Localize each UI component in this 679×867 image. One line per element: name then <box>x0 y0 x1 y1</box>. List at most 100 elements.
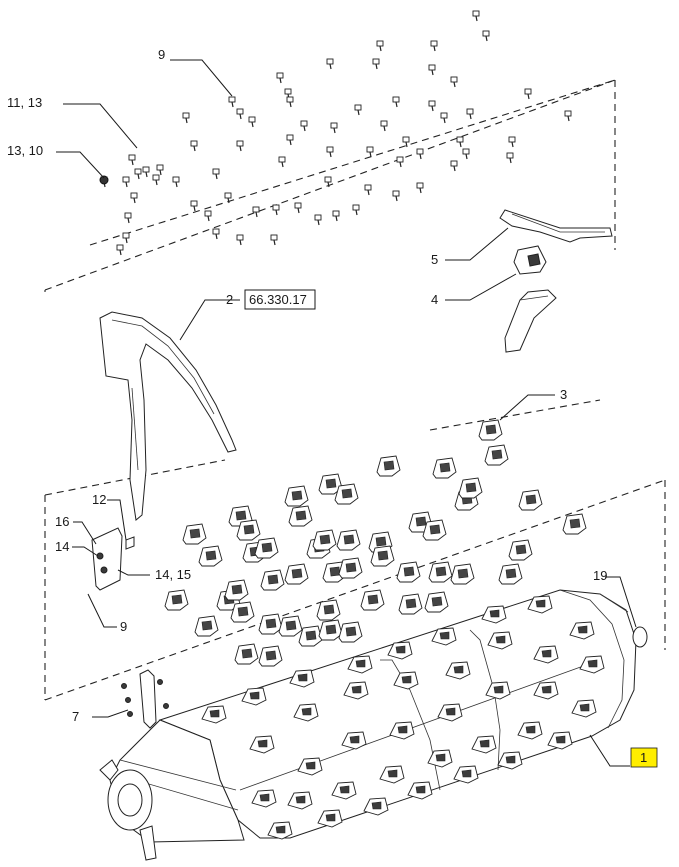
nut <box>99 175 109 185</box>
bolt <box>134 168 142 180</box>
drum-tooth <box>431 627 457 646</box>
drum-tooth <box>297 757 323 776</box>
bolt <box>236 234 244 246</box>
tooth <box>234 643 259 665</box>
tooth <box>278 615 303 637</box>
drum-tooth <box>471 735 497 754</box>
bolt <box>326 146 334 158</box>
callout-5: 5 <box>431 252 438 267</box>
bolt <box>456 136 464 148</box>
bolt <box>472 10 480 22</box>
drum-tooth <box>437 703 463 722</box>
bolt <box>332 210 340 222</box>
drum-tooth <box>389 721 415 740</box>
drum-tooth <box>363 797 389 816</box>
bolt <box>466 108 474 120</box>
bracket-part-7 <box>121 669 169 729</box>
bolt <box>122 232 130 244</box>
callout-7: 7 <box>72 709 79 724</box>
callout-14: 14 <box>55 539 69 554</box>
bolt <box>372 58 380 70</box>
tooth <box>284 485 309 507</box>
callout-13-10: 13, 10 <box>7 143 43 158</box>
tooth <box>338 557 363 579</box>
lower-dashed-boundary <box>44 399 666 701</box>
drum-tooth <box>487 631 513 650</box>
bolt <box>182 112 190 124</box>
tooth <box>236 519 261 541</box>
drum-tooth <box>347 655 373 674</box>
callout-9-bottom: 9 <box>120 619 127 634</box>
bolt <box>252 206 260 218</box>
callout-9-top: 9 <box>158 47 165 62</box>
drum-tooth <box>249 735 275 754</box>
tooth <box>518 489 543 511</box>
tooth <box>432 457 457 479</box>
bolt <box>450 76 458 88</box>
drum-teeth <box>201 595 605 840</box>
drum-tooth <box>579 655 605 674</box>
drum-tooth <box>453 765 479 784</box>
callout-1-highlight <box>630 747 658 768</box>
bolt <box>278 156 286 168</box>
bolt <box>524 88 532 100</box>
drum-tooth <box>533 681 559 700</box>
bolt <box>270 234 278 246</box>
curved-guard-part-2 <box>99 311 237 521</box>
callout-12: 12 <box>92 492 106 507</box>
bolt <box>314 214 322 226</box>
bolt <box>128 154 136 166</box>
drum-tooth <box>343 681 369 700</box>
bolt <box>324 176 332 188</box>
tooth <box>478 419 503 441</box>
bolt <box>276 72 284 84</box>
bolt <box>300 120 308 132</box>
tooth <box>258 613 283 635</box>
tooth <box>230 601 255 623</box>
tooth <box>458 477 483 499</box>
drum-tooth <box>341 731 367 750</box>
drum-tooth <box>241 687 267 706</box>
bolt <box>204 210 212 222</box>
drum-tooth <box>317 809 343 828</box>
upper-dashed-boundary <box>44 79 616 292</box>
bolt <box>122 176 130 188</box>
callout-19: 19 <box>593 568 607 583</box>
bracket-part-5 <box>499 209 613 243</box>
callout-16: 16 <box>55 514 69 529</box>
callout-3: 3 <box>560 387 567 402</box>
bolt <box>248 116 256 128</box>
drum-tooth <box>445 661 471 680</box>
bolt <box>212 168 220 180</box>
reference-66-330-17: 66.330.17 <box>249 292 307 307</box>
tooth <box>336 529 361 551</box>
bolt <box>142 166 150 178</box>
bolt <box>286 96 294 108</box>
tooth <box>450 563 475 585</box>
callout-4: 4 <box>431 292 438 307</box>
bolt <box>294 202 302 214</box>
bolt <box>416 182 424 194</box>
bolt <box>172 176 180 188</box>
drum-tooth <box>267 821 293 840</box>
drum-tooth <box>481 605 507 624</box>
bolt <box>450 160 458 172</box>
wedge-part-4a <box>513 245 547 275</box>
wedge-part-4b <box>504 289 557 353</box>
drum-tooth <box>289 669 315 688</box>
tooth <box>422 519 447 541</box>
tooth <box>508 539 533 561</box>
drum-tooth <box>571 699 597 718</box>
bolt <box>380 120 388 132</box>
bolt <box>428 64 436 76</box>
bolt <box>236 140 244 152</box>
drum-tooth <box>407 781 433 800</box>
bolt <box>366 146 374 158</box>
tooth <box>360 589 385 611</box>
bolt <box>224 192 232 204</box>
tooth <box>318 473 343 495</box>
drum-tooth <box>393 671 419 690</box>
drum-tooth <box>387 641 413 660</box>
bolt <box>416 148 424 160</box>
